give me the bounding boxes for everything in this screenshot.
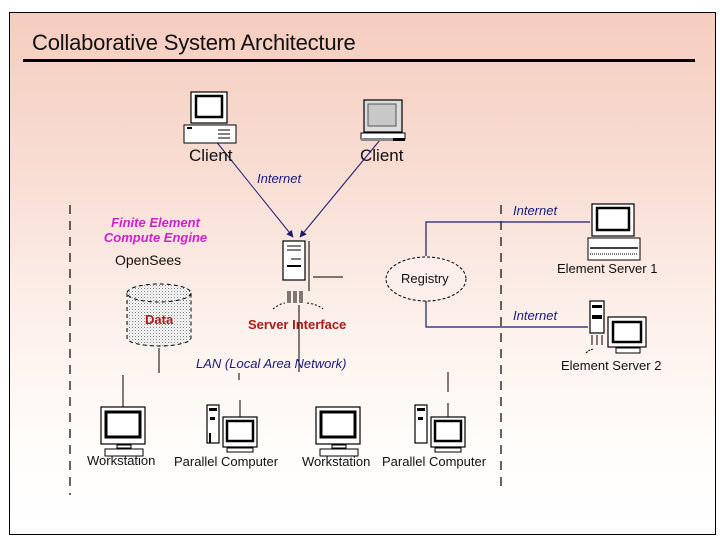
client-1-label: Client [189,146,233,165]
registry-ellipse[interactable] [385,256,467,302]
parallel-computer-1-icon [206,404,258,453]
engine-label-line2: Compute Engine [103,230,208,245]
element-server-1-icon [587,203,641,261]
workstation-2-icon [315,406,361,457]
workstation-2-label: Workstation [302,454,371,469]
registry-element-server-2-link [425,301,588,328]
data-label: Data [145,312,174,327]
server-interface-label: Server Interface [248,317,347,332]
registry-element-server-1-link [425,221,590,256]
element-server-1-label: Element Server 1 [557,261,658,276]
workstation-1-icon [100,406,146,457]
parallel-computer-1-label: Parallel Computer [174,454,279,469]
engine-label-line1: Finite Element [111,215,200,230]
database-cylinder-icon [126,283,192,347]
parallel-computer-2-label: Parallel Computer [382,454,487,469]
element-server-2-label: Element Server 2 [561,358,662,373]
workstation-1-label: Workstation [87,453,156,468]
lan-label: LAN (Local Area Network) [196,356,347,371]
parallel-computer-2-icon [414,404,466,453]
tower-server-icon [272,240,324,310]
client-internet-label: Internet [257,171,302,186]
client-2-label: Client [360,146,404,165]
engine-label: Finite Element Compute Engine [98,215,213,245]
element-server-2-icon [585,300,647,354]
slide-title: Collaborative System Architecture [32,30,356,55]
desktop-computer-icon [183,91,237,144]
laptop-icon [360,99,406,141]
title-underline [23,59,695,62]
element-server-1-internet-label: Internet [513,203,558,218]
registry-label: Registry [401,271,449,286]
engine-name: OpenSees [115,252,182,268]
client-internet-links [208,132,387,238]
element-server-2-internet-label: Internet [513,308,558,323]
